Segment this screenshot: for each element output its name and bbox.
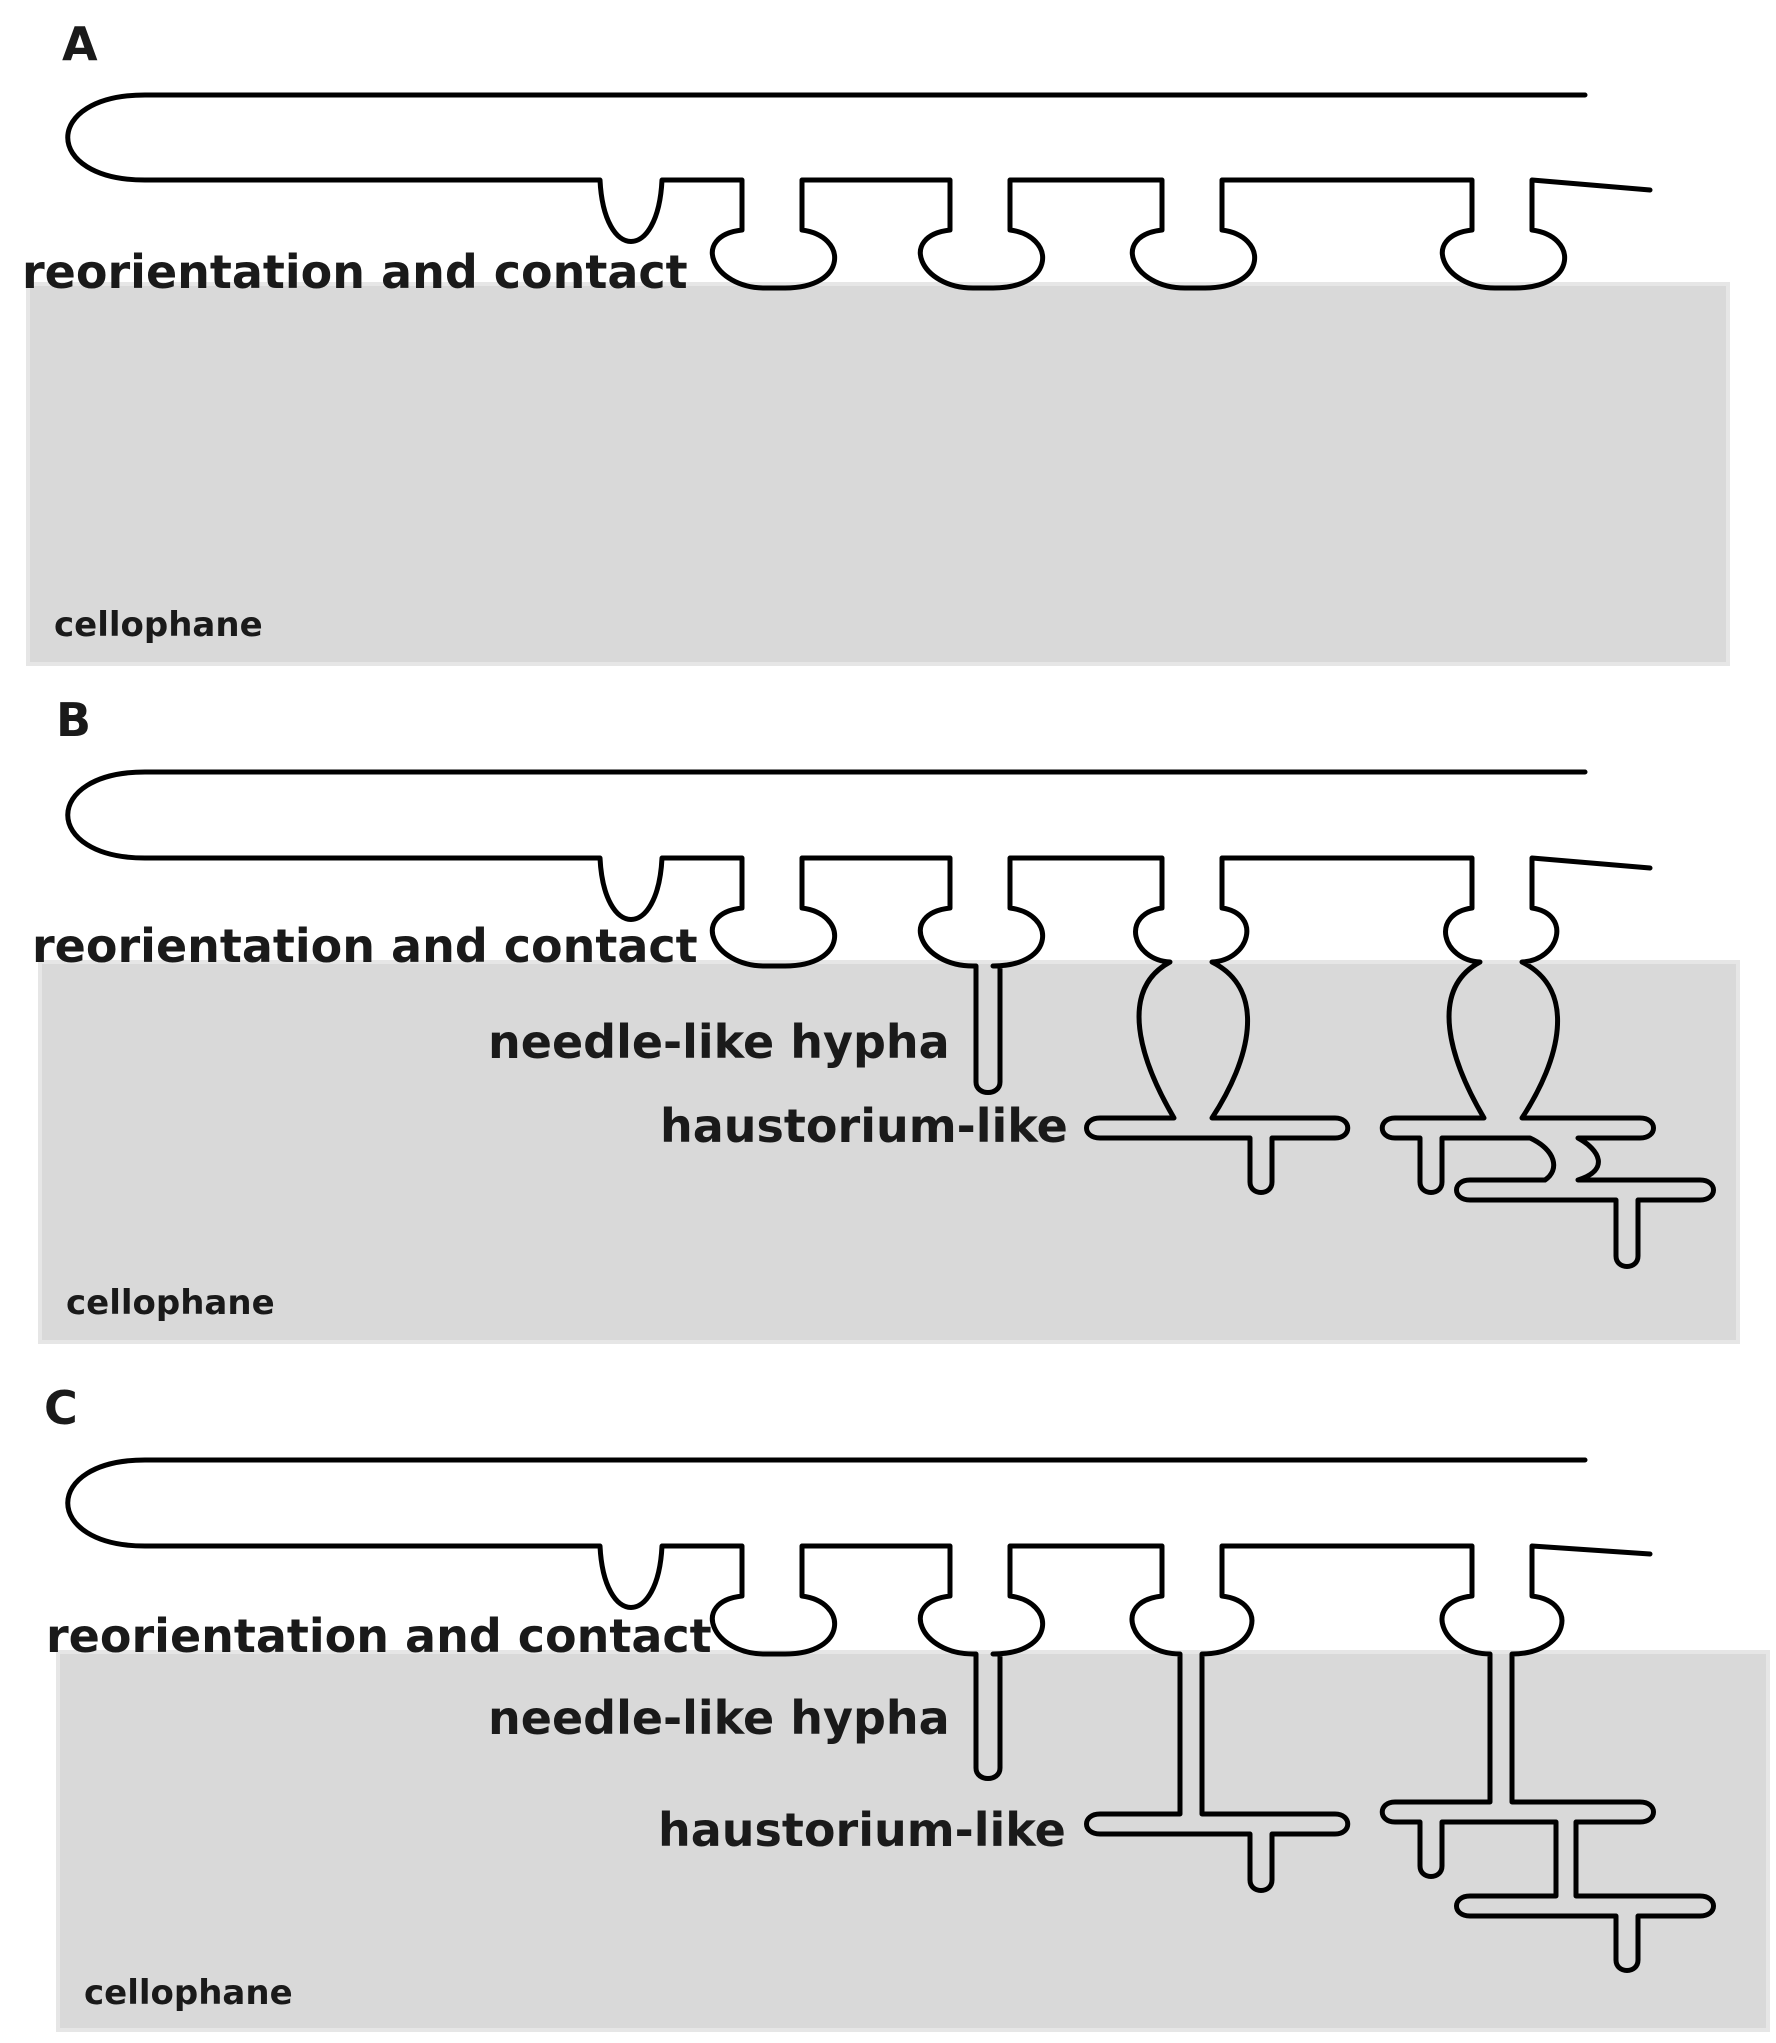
needle-label-c: needle-like hypha <box>488 1691 950 1745</box>
hypha-outline-a <box>65 92 1653 291</box>
panel-c: C reorientation and contact needle-like … <box>44 1381 1770 2032</box>
cellophane-label-c: cellophane <box>84 1973 293 2013</box>
contact-label-a: reorientation and contact <box>22 245 688 299</box>
haustorium-label-c: haustorium-like <box>658 1803 1066 1857</box>
panel-letter-b: B <box>56 693 91 747</box>
cellophane-membrane-b <box>38 960 1740 1344</box>
contact-label-c: reorientation and contact <box>46 1609 712 1663</box>
haustorium-label-b: haustorium-like <box>660 1099 1068 1153</box>
contact-label-b: reorientation and contact <box>32 919 698 973</box>
panel-letter-c: C <box>44 1381 78 1435</box>
panel-letter-a: A <box>62 17 98 71</box>
cellophane-membrane-c <box>56 1650 1770 2032</box>
panel-a: A reorientation and contact cellophane <box>22 17 1730 666</box>
panel-b: B reorientation and contact needle-like … <box>32 693 1740 1344</box>
cellophane-membrane-a <box>26 282 1730 666</box>
cellophane-label-b: cellophane <box>66 1283 275 1323</box>
hypha-outline-c <box>65 1457 1716 1973</box>
hypha-outline-b <box>65 769 1716 1269</box>
needle-label-b: needle-like hypha <box>488 1015 950 1069</box>
cellophane-label-a: cellophane <box>54 605 263 645</box>
